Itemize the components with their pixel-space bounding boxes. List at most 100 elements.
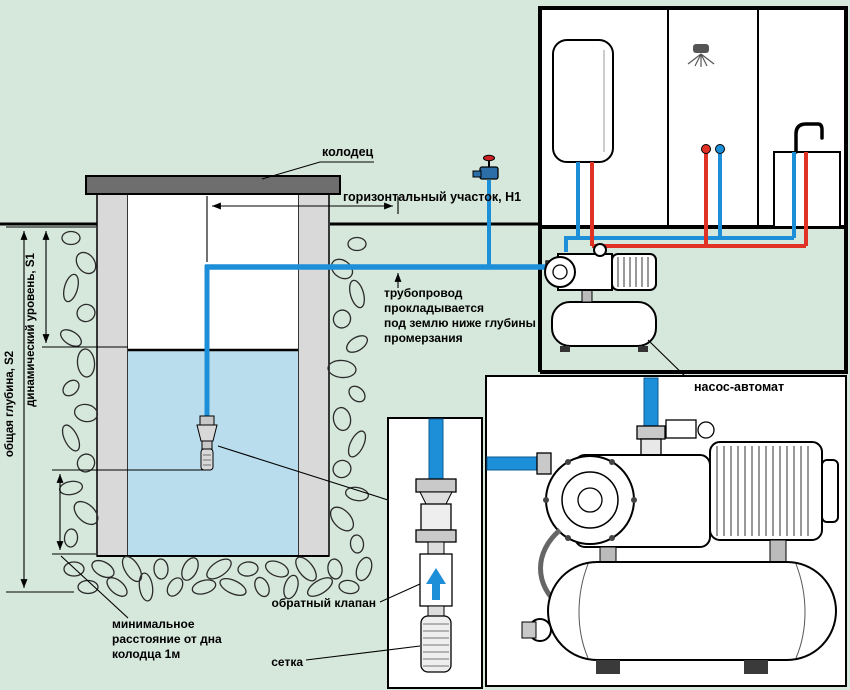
stone-icon — [338, 579, 360, 595]
stone-icon — [206, 558, 232, 580]
stone-icon — [153, 558, 169, 580]
min-distance-label-3: колодца 1м — [112, 647, 180, 661]
stone-icon — [349, 534, 365, 554]
supply-pipes — [204, 180, 556, 418]
stone-icon — [347, 236, 367, 252]
inset-inlet-pipe — [486, 456, 538, 471]
well-left-wall — [96, 193, 129, 557]
faucet-body-icon — [479, 166, 499, 180]
stone-icon — [166, 577, 184, 597]
check-valve-body-icon — [420, 503, 452, 531]
well-right-wall — [297, 193, 330, 557]
stone-icon — [60, 329, 82, 347]
stone-icon — [63, 561, 85, 577]
pressure-tank-large — [547, 561, 837, 661]
faucet-handle-icon — [483, 154, 495, 162]
pipeline-label-2: прокладывается — [384, 301, 484, 315]
shower-spray-icon — [687, 53, 715, 67]
well-label: колодец — [322, 145, 374, 159]
stone-icon — [349, 279, 365, 309]
stone-icon — [91, 559, 115, 579]
check-valve-detail-box: обратный клапан сетка — [271, 417, 483, 689]
check-valve-label: обратный клапан — [272, 596, 376, 610]
stone-icon — [63, 528, 79, 548]
total-depth-label: общая глубина, S2 — [4, 351, 16, 457]
stone-icon — [106, 577, 128, 597]
check-valve-leader — [379, 583, 421, 603]
stone-icon — [346, 335, 368, 353]
mesh-strainer-icon — [420, 615, 452, 673]
stone-icon — [348, 385, 366, 403]
stone-icon — [295, 556, 317, 582]
stone-icon — [327, 359, 357, 379]
motor-small — [611, 253, 657, 291]
shower-head-icon — [693, 44, 709, 53]
stone-icon — [332, 459, 352, 479]
stone-icon — [181, 557, 199, 581]
outdoor-faucet — [472, 154, 499, 180]
stone-icon — [264, 560, 290, 578]
faucet-spout-icon — [472, 170, 482, 178]
stone-icon — [191, 579, 217, 595]
stone-icon — [254, 576, 270, 598]
shower-cold-valve-icon — [715, 144, 725, 154]
inset-top-pipe — [643, 377, 659, 427]
pipeline-label-1: трубопровод — [384, 286, 463, 300]
min-distance-label-2: расстояние от дна — [112, 632, 222, 646]
flow-arrow-icon — [426, 568, 446, 584]
indoor-pipes — [564, 144, 808, 252]
stone-icon — [62, 379, 80, 397]
stone-icon — [329, 506, 355, 532]
mesh-leader — [305, 645, 421, 661]
sink-faucet-icon — [794, 122, 824, 154]
pipeline-label-4: промерзания — [384, 331, 463, 345]
inset-gauge-icon — [697, 421, 715, 439]
pump-inset-box: насос-автомат — [485, 375, 847, 687]
pressure-tank-small — [551, 301, 657, 347]
pressure-switch-icon — [665, 419, 697, 439]
stone-icon — [63, 273, 79, 303]
pump-auto-label: насос-автомат — [694, 380, 784, 394]
stones — [58, 230, 373, 602]
stone-icon — [332, 406, 352, 432]
stone-icon — [330, 258, 354, 280]
detail-pipe — [428, 418, 444, 480]
stone-icon — [355, 556, 373, 582]
intake-detail-leader — [217, 445, 389, 501]
well-label-leader — [261, 161, 374, 180]
dynamic-level-label: динамический уровень, S1 — [25, 253, 37, 407]
stone-icon — [76, 453, 96, 473]
stone-icon — [344, 486, 370, 502]
stone-icon — [306, 577, 334, 597]
pressure-gauge-icon — [593, 243, 607, 257]
stone-icon — [61, 230, 81, 246]
stone-icon — [73, 500, 99, 526]
mesh-label: сетка — [271, 655, 303, 669]
stone-icon — [237, 561, 259, 577]
stone-icon — [76, 348, 96, 378]
stone-icon — [327, 558, 343, 580]
shower — [667, 10, 759, 226]
dimension-lines — [6, 161, 695, 619]
well-cover — [85, 175, 341, 195]
intake-strainer-icon — [200, 448, 214, 471]
stone-icon — [332, 309, 352, 329]
pipeline-label-3: под землю ниже глубины — [384, 316, 536, 330]
stone-icon — [219, 578, 247, 596]
shower-hot-valve-icon — [701, 144, 711, 154]
stone-icon — [347, 430, 367, 458]
h1-label: горизонтальный участок, Н1 — [343, 190, 521, 204]
well-intake-assembly — [196, 415, 218, 471]
labels: колодец горизонтальный участок, Н1 трубо… — [4, 145, 536, 661]
stone-icon — [138, 572, 154, 602]
stone-icon — [76, 303, 96, 323]
pump-station — [544, 243, 657, 352]
stone-icon — [75, 251, 97, 275]
stone-icon — [61, 424, 81, 452]
well — [85, 175, 341, 557]
min-distance-label-1: минимальное — [112, 617, 195, 631]
stone-icon — [283, 574, 299, 600]
water-heater — [552, 39, 614, 163]
